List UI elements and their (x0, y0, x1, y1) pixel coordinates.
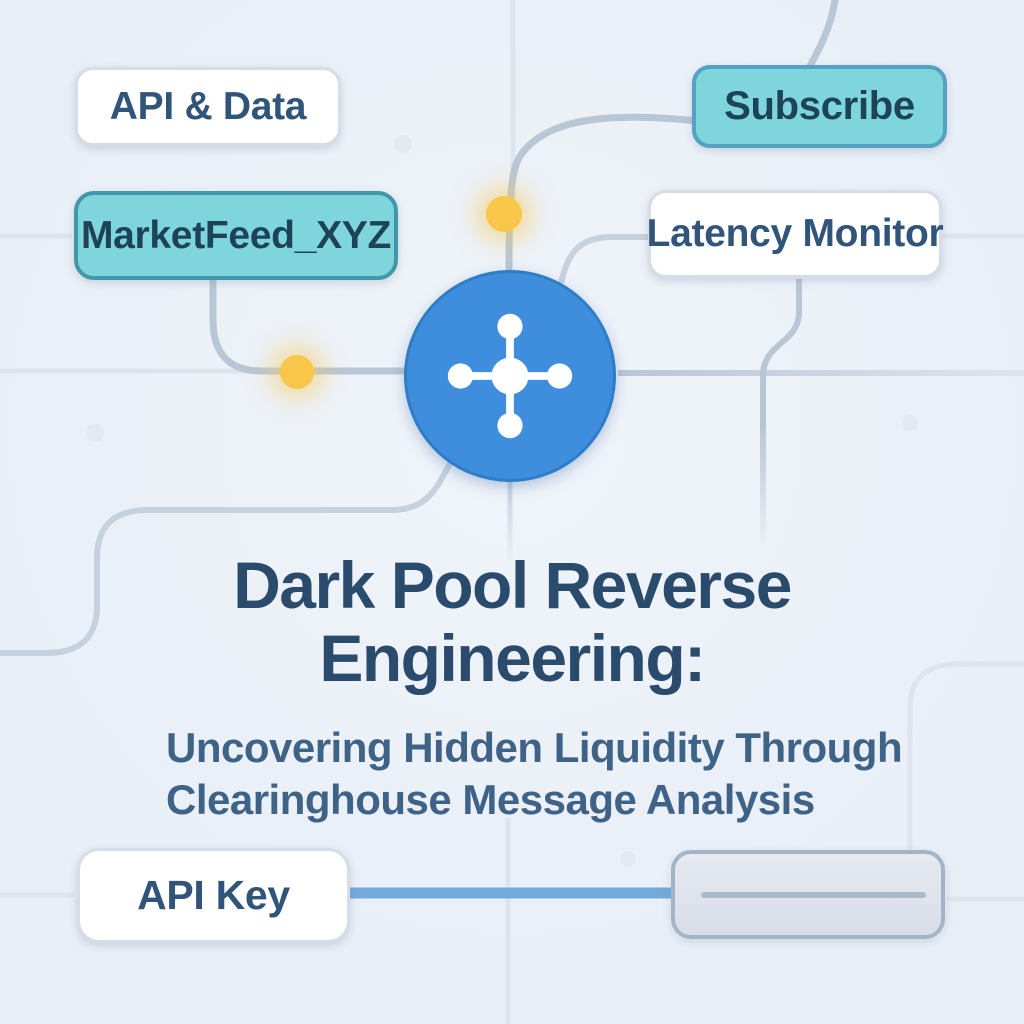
network-hub-icon (447, 313, 573, 439)
page-title: Dark Pool Reverse Engineering: (0, 549, 1024, 695)
subscribe-button-label: Subscribe (724, 84, 915, 128)
page-subtitle-line1: Uncovering Hidden Liquidity Through (166, 724, 903, 771)
road-latency-down-fading (760, 279, 802, 545)
road-latency-to-hub (558, 234, 652, 286)
page-subtitle-line2: Clearinghouse Message Analysis (166, 776, 815, 823)
junction-dot-left (280, 355, 314, 389)
roads-mid (0, 234, 652, 656)
page-title-line2: Engineering: (319, 621, 706, 695)
node-marketfeed-label: MarketFeed_XYZ (80, 213, 392, 257)
node-api-data-label: API & Data (109, 84, 307, 128)
junction-dot-top (486, 196, 522, 232)
node-marketfeed[interactable]: MarketFeed_XYZ (74, 191, 398, 280)
background-blobs (86, 135, 918, 867)
placeholder-field[interactable] (671, 850, 945, 939)
node-api-data[interactable]: API & Data (75, 67, 341, 146)
node-api-key[interactable]: API Key (77, 848, 350, 943)
page-subtitle: Uncovering Hidden Liquidity Through Clea… (166, 722, 926, 826)
node-api-key-label: API Key (137, 872, 290, 918)
node-latency-monitor-label: Latency Monitor (646, 212, 944, 255)
road-marketfeed-to-hub (209, 276, 410, 375)
hub-node[interactable] (404, 270, 616, 482)
road-top-to-subscribe (802, 0, 839, 77)
node-latency-monitor[interactable]: Latency Monitor (646, 190, 944, 278)
page-title-line1: Dark Pool Reverse (233, 548, 792, 622)
empty-field-line (701, 892, 926, 898)
subscribe-button[interactable]: Subscribe (692, 65, 947, 148)
road-hub-to-bottom-left (0, 457, 455, 656)
grid-line-corner-right (907, 661, 1024, 850)
